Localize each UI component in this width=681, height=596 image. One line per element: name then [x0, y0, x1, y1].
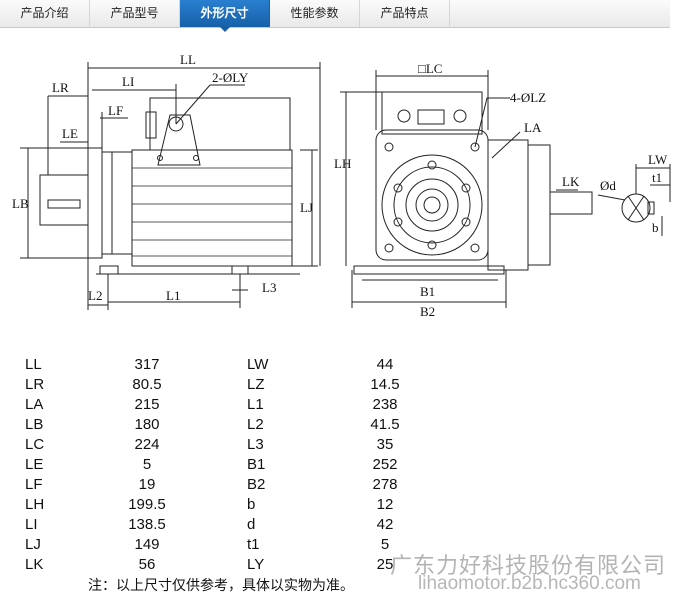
spec-key: LJ: [25, 536, 41, 553]
spec-key: LW: [247, 356, 269, 373]
dimension-drawing: LL LR LI 2-ØLY LF LE LB LJ L2 L1 L3 □LC …: [12, 52, 671, 319]
spec-value: 80.5: [132, 376, 162, 393]
label-LH: LH: [334, 156, 351, 171]
table-row: LC 224 L3 35: [0, 435, 681, 455]
label-d: Ød: [600, 178, 616, 193]
spec-value: 317: [134, 356, 160, 373]
tab-product-intro[interactable]: 产品介绍: [0, 0, 90, 27]
spec-value: 41.5: [370, 416, 400, 433]
spec-key: LL: [25, 356, 42, 373]
tab-features[interactable]: 产品特点: [360, 0, 450, 27]
product-tab-bar: 产品介绍 产品型号 外形尺寸 性能参数 产品特点: [0, 0, 670, 32]
watermark-company: 广东力好科技股份有限公司: [390, 554, 667, 579]
table-row: LL 317 LW 44: [0, 355, 681, 375]
spec-key: t1: [247, 536, 260, 553]
label-LF: LF: [108, 103, 123, 118]
spec-key: LF: [25, 476, 43, 493]
spec-value: 5: [142, 456, 152, 473]
table-row: LE 5 B1 252: [0, 455, 681, 475]
spec-key: L2: [247, 416, 264, 433]
front-flange-circle: [381, 154, 483, 256]
tab-performance[interactable]: 性能参数: [270, 0, 360, 27]
spec-value: 149: [134, 536, 160, 553]
label-B2: B2: [420, 304, 435, 319]
spec-key: LH: [25, 496, 45, 513]
spec-value: 180: [134, 416, 160, 433]
spec-key: b: [247, 496, 256, 513]
junction-box: [149, 97, 291, 151]
spec-value: 12: [376, 496, 394, 513]
spec-key: L3: [247, 436, 264, 453]
spec-key: LB: [25, 416, 44, 433]
spec-value: 252: [372, 456, 398, 473]
label-L3: L3: [262, 280, 276, 295]
label-L1: L1: [166, 288, 180, 303]
label-L2: L2: [88, 288, 102, 303]
label-LW: LW: [648, 152, 668, 167]
label-LA: LA: [524, 120, 542, 135]
spec-key: LK: [25, 556, 44, 573]
spec-value: 42: [376, 516, 394, 533]
spec-key: LR: [25, 376, 45, 393]
front-junction-box: [381, 91, 483, 135]
tab-product-model[interactable]: 产品型号: [90, 0, 180, 27]
motor-flange: [87, 147, 103, 259]
spec-key: B2: [247, 476, 266, 493]
table-row: LI 138.5 d 42: [0, 515, 681, 535]
table-row: LH 199.5 b 12: [0, 495, 681, 515]
label-LY: 2-ØLY: [212, 70, 249, 85]
spec-value: 25: [376, 556, 394, 573]
label-B1: B1: [420, 284, 435, 299]
spec-value: 138.5: [128, 516, 166, 533]
spec-key: LA: [25, 396, 44, 413]
label-LE: LE: [62, 126, 78, 141]
label-b: b: [652, 220, 659, 235]
spec-key: LY: [247, 556, 265, 573]
watermark-url: lihaomotor.b2b.hc360.com: [418, 573, 641, 594]
spec-value: 238: [372, 396, 398, 413]
label-LZ: 4-ØLZ: [510, 90, 546, 105]
table-row: LB 180 L2 41.5: [0, 415, 681, 435]
label-LR: LR: [52, 80, 69, 95]
spec-key: d: [247, 516, 256, 533]
motor-body: [131, 149, 293, 267]
spec-value: 5: [380, 536, 390, 553]
spec-key: B1: [247, 456, 266, 473]
spec-value: 224: [134, 436, 160, 453]
spec-key: LC: [25, 436, 45, 453]
tab-dimensions[interactable]: 外形尺寸: [180, 0, 270, 32]
spec-value: 19: [138, 476, 156, 493]
table-row: LK 56 LY 25: [0, 555, 681, 575]
spec-key: LI: [25, 516, 38, 533]
table-row: LR 80.5 LZ 14.5: [0, 375, 681, 395]
spec-value: 215: [134, 396, 160, 413]
spec-key: LZ: [247, 376, 265, 393]
spec-value: 56: [138, 556, 156, 573]
lifting-eye: [157, 114, 201, 166]
spec-value: 35: [376, 436, 394, 453]
table-row: LJ 149 t1 5: [0, 535, 681, 555]
spec-value: 14.5: [370, 376, 400, 393]
label-LJ: LJ: [300, 200, 313, 215]
spec-value: 278: [372, 476, 398, 493]
label-LC: □LC: [418, 61, 442, 76]
disclaimer-note: 注：以上尺寸仅供参考，具体以实物为准。: [88, 578, 354, 594]
label-LI: LI: [122, 74, 134, 89]
label-LL: LL: [180, 52, 196, 67]
spec-key: LE: [25, 456, 44, 473]
table-row: LA 215 L1 238: [0, 395, 681, 415]
label-t1: t1: [652, 170, 662, 185]
spec-value: 199.5: [128, 496, 166, 513]
label-LK: LK: [562, 174, 580, 189]
label-LB: LB: [12, 196, 29, 211]
spec-value: 44: [376, 356, 394, 373]
table-row: LF 19 B2 278: [0, 475, 681, 495]
spec-key: L1: [247, 396, 264, 413]
